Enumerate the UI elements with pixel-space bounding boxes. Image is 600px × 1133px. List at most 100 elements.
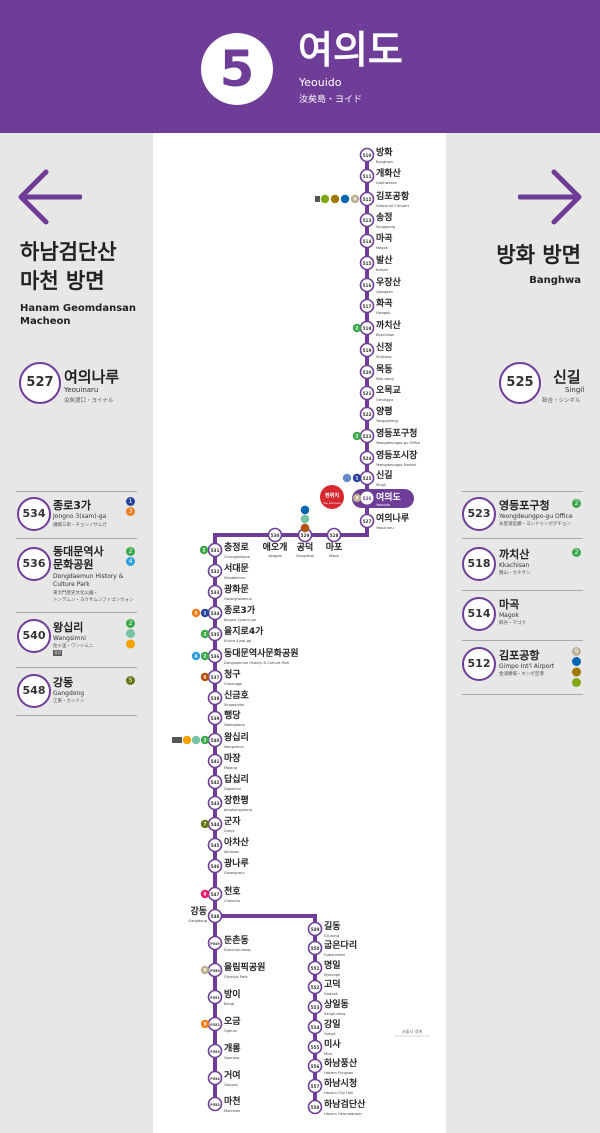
station-540-code: 540 (211, 738, 220, 743)
transfer-line-2-wangsimni-num: 2 (203, 738, 206, 744)
station-527-en: Yeouinaru (376, 526, 394, 530)
station-543-code: 543 (211, 801, 220, 806)
station-550-label: 굽은다리 (324, 939, 357, 951)
station-548-code: 548 (211, 914, 220, 919)
station-P555-code: P555 (210, 1103, 220, 1107)
station-555-marker (307, 1039, 323, 1055)
transfer-airport-gimpo (340, 194, 350, 204)
station-556-code: 556 (311, 1064, 320, 1069)
divider (16, 491, 137, 492)
transfer-line-3-ogeum-num: 3 (203, 1022, 206, 1028)
transfer-name: 왕십리 (53, 621, 84, 634)
transfer-line-circles (126, 629, 135, 649)
station-528-en: Mapo (329, 554, 339, 558)
station-558-marker (307, 1099, 323, 1115)
station-524-label: 영등포시장 (376, 449, 418, 461)
transfer-line-circles (572, 657, 581, 687)
station-546-marker (207, 858, 223, 874)
left-direction-en-1: Hanam Geomdansan (20, 303, 137, 314)
station-545-marker (207, 837, 223, 853)
station-554-label: 강일 (324, 1018, 341, 1030)
line-2-badge: 2 (126, 547, 135, 556)
station-543-en: Janghanpyeong (223, 808, 252, 812)
station-549-label: 길동 (324, 920, 341, 932)
station-553-label: 상일동 (324, 998, 349, 1010)
station-542-code: 542 (211, 780, 220, 785)
transfer-line-1-jongno3-num: 1 (203, 611, 206, 617)
transfer-line-2-ddp-num: 2 (203, 654, 206, 660)
next-station-en-right: Singil (565, 386, 585, 394)
station-525-en: Singil (376, 483, 386, 487)
station-538-code: 538 (211, 696, 220, 701)
station-558-code: 558 (311, 1105, 320, 1110)
station-528-marker (326, 527, 342, 543)
station-P552-code: P552 (210, 1023, 220, 1027)
station-523-code: 523 (363, 434, 372, 439)
transfer-en: Magok (499, 612, 519, 619)
station-549-marker (307, 921, 323, 937)
station-P549-code: P549 (210, 942, 220, 946)
station-513-marker (359, 212, 375, 228)
station-P549-label: 둔촌동 (224, 934, 249, 946)
transfer-jp: 金浦機場・キンポ空港 (499, 672, 544, 677)
station-515-marker (359, 255, 375, 271)
station-P555-marker (207, 1096, 223, 1112)
transfer-jp: 鵲山・カチサン (499, 571, 531, 576)
station-536-code: 536 (211, 654, 220, 659)
station-550-code: 550 (311, 946, 320, 951)
station-530-en: Aeogae (268, 554, 282, 558)
divider (16, 715, 137, 716)
station-556-en: Hanam Pungsan (324, 1071, 353, 1075)
station-532-en: Seodaemun (224, 576, 245, 580)
transfer-line-2-yeongdeungpo-num: 2 (355, 434, 358, 440)
station-P553-label: 개롱 (224, 1042, 241, 1054)
station-557-en: Hanam City Hall (324, 1091, 353, 1095)
station-P554-label: 거여 (224, 1069, 241, 1081)
station-541-code: 541 (211, 759, 220, 764)
station-513-label: 송정 (376, 211, 393, 223)
station-528-code: 528 (330, 533, 339, 538)
station-520-marker (359, 364, 375, 380)
transfer-jp-line1: 東大門歴史文化公園・ (53, 591, 98, 596)
station-544-en: Gunja (224, 829, 235, 833)
station-536-en: Dongdaemun History & Culture Park (224, 661, 290, 665)
station-P551-marker (207, 989, 223, 1005)
station-553-marker (307, 999, 323, 1015)
divider (16, 612, 137, 613)
line-2-badge: 2 (572, 499, 581, 508)
transfer-jp: 永登浦區廳・ヨンドゥンポグチョン (499, 522, 571, 527)
station-536-label: 동대문역사문화공원 (224, 647, 299, 659)
station-554-code: 554 (311, 1025, 320, 1030)
transfer-tag-gimpo (315, 196, 320, 202)
station-523-en: Yeongdeungpo-gu Office (376, 441, 421, 445)
station-539-marker (207, 710, 223, 726)
station-535-label: 을지로4가 (224, 625, 264, 637)
right-direction-title: 방화 방면 (496, 243, 581, 267)
station-545-en: Achasan (224, 850, 239, 854)
station-510-code: 510 (363, 153, 372, 158)
station-537-en: Cheonggu (224, 682, 242, 686)
current-station-marker (360, 491, 374, 505)
station-520-en: Mok-dong (376, 377, 394, 381)
station-546-code: 546 (211, 864, 220, 869)
station-558-en: Hanam Geomdansan (324, 1112, 362, 1116)
station-P549-en: Dunchon-dong (224, 948, 250, 952)
transfer-en-line2: Culture Park (53, 581, 90, 588)
station-534-code: 534 (211, 611, 220, 616)
station-P551-label: 방이 (224, 988, 241, 1000)
station-513-en: Songjeong (376, 225, 395, 229)
transfer-airport-gongdeok-top (300, 505, 310, 515)
line-badge: 5 (126, 676, 135, 685)
station-517-marker (359, 298, 375, 314)
station-557-code: 557 (311, 1084, 320, 1089)
station-516-code: 516 (363, 283, 372, 288)
station-533-marker (207, 584, 223, 600)
transfer-line-9-yeouido-num: 9 (355, 496, 358, 502)
station-522-en: Yangpyeong (376, 419, 398, 423)
station-512-code: 512 (363, 197, 372, 202)
station-527-code: 527 (363, 519, 372, 524)
transfer-en: Yeongdeungpo-gu Office (499, 513, 573, 520)
transfer-code: 523 (462, 497, 496, 531)
station-524-code: 524 (363, 456, 372, 461)
transfer-name: 김포공항 (499, 649, 540, 662)
